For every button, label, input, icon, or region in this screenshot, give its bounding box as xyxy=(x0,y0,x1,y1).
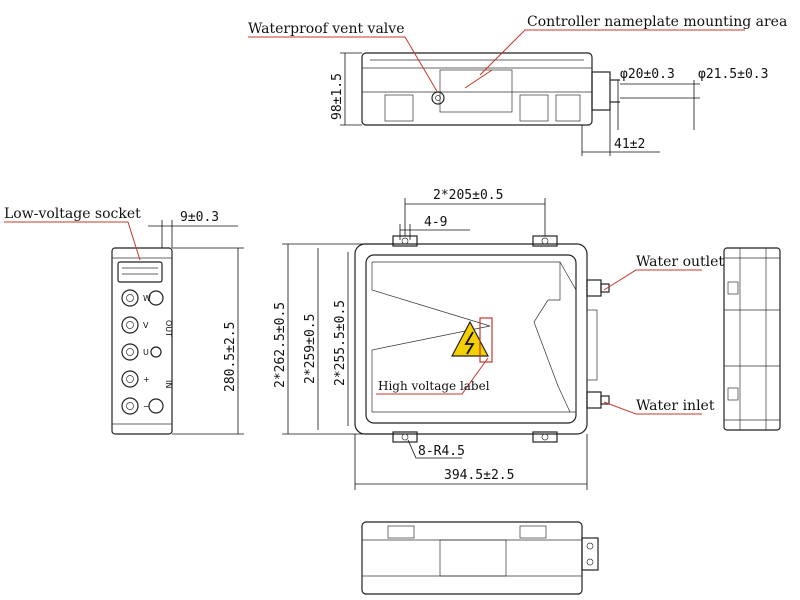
terminal-v-core xyxy=(126,321,134,329)
high-voltage-label-text: High voltage label xyxy=(378,379,490,393)
front-right-rib xyxy=(586,309,598,381)
dim-h-255-5: 2*255.5±0.5 xyxy=(333,300,348,386)
water-outlet-label: Water outlet xyxy=(636,254,724,270)
front-cover-right-edge xyxy=(559,261,577,413)
top-view xyxy=(361,52,620,126)
terminal-u xyxy=(121,343,139,361)
mount-hole-bottom-left xyxy=(401,433,409,441)
nameplate-mark xyxy=(464,69,493,89)
pipe-connector xyxy=(591,71,611,111)
bottom-view-panel xyxy=(439,539,507,577)
high-voltage-warning-sign xyxy=(451,320,489,357)
mount-hole-top-right xyxy=(541,237,549,245)
dim-spacing-205: 2*205±0.5 xyxy=(433,188,503,203)
mark-out: OUT xyxy=(164,320,173,337)
water-inlet-stub xyxy=(600,395,610,405)
right-side-view xyxy=(723,247,781,431)
terminal-plus-core xyxy=(126,375,134,383)
terminal-v xyxy=(121,316,139,334)
bottom-view-rib-1 xyxy=(387,525,415,539)
dim-height-280-5: 280.5±2.5 xyxy=(223,322,238,392)
dim-h-262-5: 2*262.5±0.5 xyxy=(273,302,288,388)
dim-radius: 8-R4.5 xyxy=(418,444,465,459)
vent-valve-inner xyxy=(435,95,441,101)
nameplate-area xyxy=(439,69,513,113)
bottom-view-pipe xyxy=(581,537,599,571)
dim-pipe-41: 41±2 xyxy=(614,137,645,152)
top-view-rib-2 xyxy=(519,94,549,122)
terminal-u-core xyxy=(126,348,134,356)
dim-side-9: 9±0.3 xyxy=(180,210,219,225)
lightning-bolt-icon xyxy=(464,331,475,355)
nameplate-leader xyxy=(479,29,745,76)
vent-valve-symbol xyxy=(431,91,445,105)
water-inlet-port xyxy=(148,398,164,414)
low-voltage-socket-label: Low-voltage socket xyxy=(4,206,141,222)
top-view-rib-3 xyxy=(555,94,581,122)
water-outlet-leader xyxy=(603,269,702,291)
water-outlet-stub xyxy=(600,283,610,293)
top-view-rib-1 xyxy=(384,94,414,122)
vent-port xyxy=(150,346,162,358)
mark-plus: + xyxy=(143,375,150,384)
dim-height-top: 98±1.5 xyxy=(330,73,345,120)
front-view-annotations: 2*205±0.5 4-9 2*262.5±0.5 2*259±0.5 2*25… xyxy=(273,188,724,490)
high-voltage-label-leader xyxy=(376,357,489,395)
right-view-outlet xyxy=(727,281,739,295)
front-cover-top-edge xyxy=(372,261,561,301)
left-side-annotations: Low-voltage socket 9±0.3 280.5±2.5 xyxy=(4,206,244,435)
mount-hole-top-left xyxy=(401,237,409,245)
bottom-view-pipe-hole1 xyxy=(586,542,594,550)
water-outlet-connector xyxy=(586,279,602,297)
dim-slot-4-9: 4-9 xyxy=(424,215,447,230)
water-outlet-port xyxy=(148,290,164,306)
water-inlet-connector xyxy=(586,391,602,409)
mark-u: U xyxy=(143,348,149,357)
front-cover-fold xyxy=(371,262,570,413)
mark-minus: − xyxy=(143,402,150,411)
mount-lug-bottom-right xyxy=(532,431,558,443)
dim-h-259: 2*259±0.5 xyxy=(303,314,318,384)
terminal-plus xyxy=(121,370,139,388)
vent-valve-leader xyxy=(248,36,439,94)
high-voltage-label-frame xyxy=(479,317,493,363)
right-view-inlet xyxy=(727,387,739,401)
terminal-w-core xyxy=(126,294,134,302)
dim-dia-21-5: φ21.5±0.3 xyxy=(698,67,768,82)
nameplate-label: Controller nameplate mounting area xyxy=(527,14,787,30)
low-voltage-socket xyxy=(117,261,163,283)
side-view-body xyxy=(111,247,173,435)
bottom-view xyxy=(361,521,599,595)
bottom-view-rib-2 xyxy=(519,525,547,539)
front-view xyxy=(354,235,610,443)
mark-v: V xyxy=(143,321,149,330)
right-view-body xyxy=(723,247,781,431)
mark-w: W xyxy=(143,294,151,303)
mount-lug-bottom-left xyxy=(392,431,418,443)
terminal-minus-core xyxy=(126,402,134,410)
top-view-body xyxy=(361,52,593,126)
front-cover-right-fold xyxy=(533,299,571,413)
bottom-view-body xyxy=(361,521,583,595)
mark-in: IN xyxy=(164,380,173,388)
dim-width-394-5: 394.5±2.5 xyxy=(444,468,514,483)
water-inlet-label: Water inlet xyxy=(636,398,715,414)
water-inlet-leader xyxy=(603,401,702,415)
mount-hole-bottom-right xyxy=(541,433,549,441)
top-view-annotations: Waterproof vent valve Controller namepla… xyxy=(248,14,787,156)
terminal-w xyxy=(121,289,139,307)
radius-leader xyxy=(407,439,462,459)
dim-dia-20: φ20±0.3 xyxy=(620,67,675,82)
low-voltage-socket-leader xyxy=(4,221,141,261)
vent-valve-label: Waterproof vent valve xyxy=(248,21,404,37)
terminal-minus xyxy=(121,397,139,415)
bottom-view-pipe-hole2 xyxy=(586,558,594,566)
left-side-view: W V U + − OUT IN xyxy=(111,247,173,435)
